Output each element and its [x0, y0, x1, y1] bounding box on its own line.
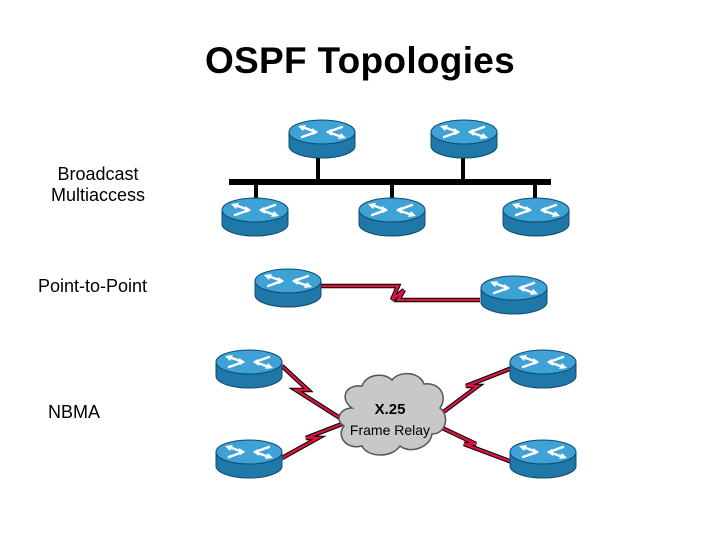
router-icon [220, 196, 290, 238]
cloud-label-line2: Frame Relay [349, 422, 431, 438]
router-icon [253, 267, 323, 309]
router-icon [501, 196, 571, 238]
router-icon [214, 348, 284, 390]
router-icon [429, 118, 499, 160]
broadcast-multiaccess-label: Broadcast Multiaccess [38, 164, 158, 206]
router-icon [508, 348, 578, 390]
broadcast-label-line1: Broadcast [57, 164, 139, 184]
router-icon [357, 196, 427, 238]
router-icon [214, 438, 284, 480]
diagram-title: OSPF Topologies [204, 40, 516, 81]
router-icon [508, 438, 578, 480]
frame-relay-cloud-icon [338, 372, 447, 456]
point-to-point-label: Point-to-Point [38, 276, 148, 296]
point-to-point-serial-link [318, 283, 480, 303]
nbma-serial-links [280, 364, 513, 465]
broadcast-label-line2: Multiaccess [50, 185, 146, 205]
router-icon [479, 274, 549, 316]
nbma-label: NBMA [48, 402, 101, 422]
cloud-label-line1: X.25 [374, 401, 406, 418]
router-icon [287, 118, 357, 160]
